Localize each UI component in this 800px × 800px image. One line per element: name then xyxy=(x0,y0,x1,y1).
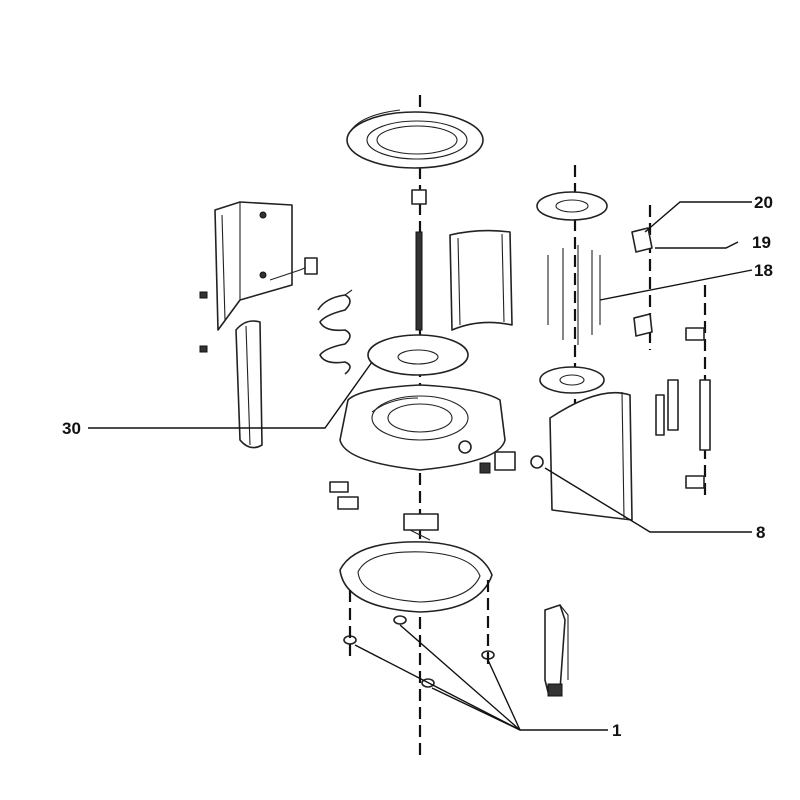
left-clips xyxy=(199,291,208,353)
heater-disc-bottom xyxy=(539,366,605,394)
leader-19 xyxy=(655,241,739,249)
leader-30 xyxy=(88,361,373,429)
base-bracket xyxy=(403,513,439,541)
bottom-plate xyxy=(339,541,493,613)
callout-30: 30 xyxy=(62,419,81,438)
back-panel xyxy=(449,229,513,331)
heating-coil xyxy=(317,289,353,375)
leader-20 xyxy=(644,201,752,233)
power-cord xyxy=(544,604,569,697)
left-upper-panel xyxy=(214,201,293,331)
leader-8 xyxy=(544,467,752,533)
top-bracket xyxy=(411,189,427,205)
feet xyxy=(343,580,495,688)
callout-18: 18 xyxy=(754,261,773,280)
thermostat xyxy=(269,257,318,281)
callout-20: 20 xyxy=(754,193,773,212)
left-lower-panel xyxy=(235,320,263,449)
leader-1d xyxy=(431,687,521,731)
heater-disc-top xyxy=(536,191,608,221)
right-front-panel xyxy=(549,391,633,521)
base-housing xyxy=(339,384,506,471)
center-rod xyxy=(415,231,423,331)
top-lid xyxy=(346,109,484,169)
foot-clips xyxy=(329,481,359,510)
drip-tray xyxy=(367,334,469,376)
callout-19: 19 xyxy=(752,233,771,252)
leader-1a xyxy=(399,624,608,731)
leader-1b xyxy=(354,644,521,731)
callout-8: 8 xyxy=(756,523,765,542)
right-rail xyxy=(655,327,711,489)
upper-brackets xyxy=(631,227,653,337)
callout-1: 1 xyxy=(612,721,621,740)
switch-assembly xyxy=(479,451,544,474)
heating-rods xyxy=(547,245,601,345)
leader-18 xyxy=(599,269,753,301)
leader-1c xyxy=(487,659,521,731)
